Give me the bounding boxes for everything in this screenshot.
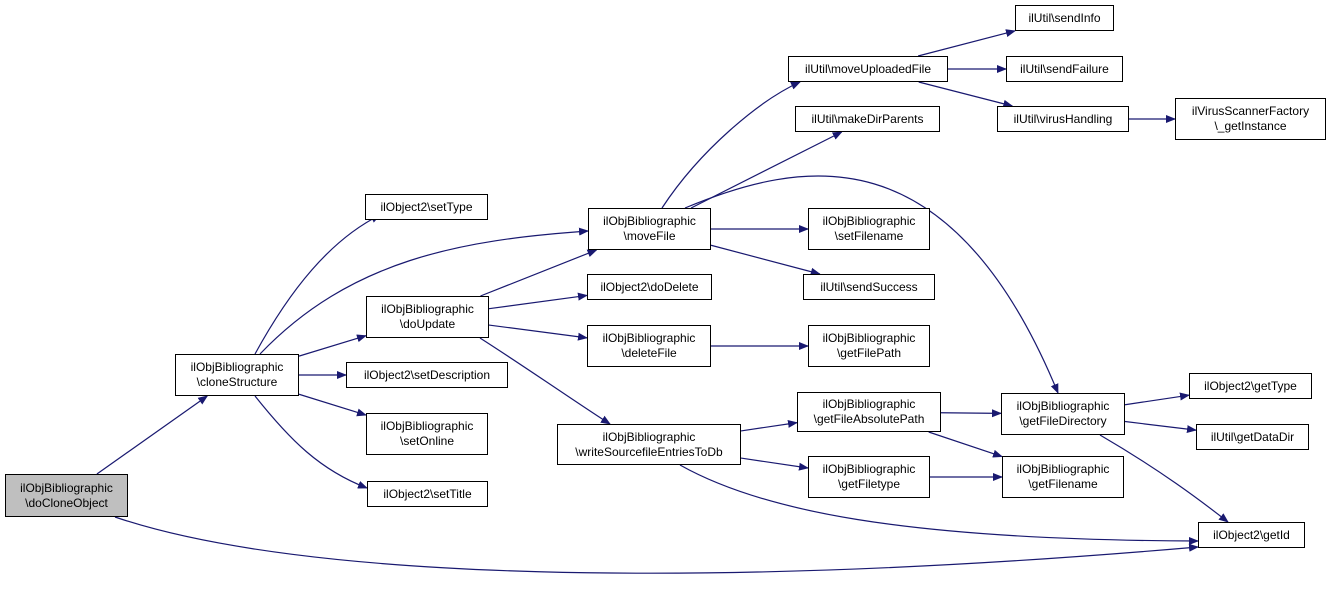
node-setDescription[interactable]: ilObject2\setDescription <box>346 362 508 388</box>
edge-n17-to-n22 <box>940 409 1002 418</box>
node-label: ilObject2\setType <box>380 199 473 214</box>
edge-n2-to-n6 <box>298 393 367 417</box>
edge-n22-to-n25 <box>1124 392 1190 406</box>
node-label: ilObjBibliographic\getFileAbsolutePath <box>813 397 925 426</box>
node-label: ilUtil\sendFailure <box>1020 61 1109 76</box>
edge-n4-to-n11 <box>479 337 611 425</box>
edge-n2-to-n4 <box>298 334 367 357</box>
node-setOnline[interactable]: ilObjBibliographic\setOnline <box>366 413 488 455</box>
node-label: ilObjBibliographic\getFiletype <box>822 462 916 491</box>
node-label: ilObject2\setTitle <box>383 486 472 501</box>
node-writeSourcefileEntriesToDb[interactable]: ilObjBibliographic\writeSourcefileEntrie… <box>557 424 741 465</box>
edge-n1-to-n27 <box>114 516 1199 574</box>
node-label: ilObjBibliographic\getFileDirectory <box>1016 399 1110 428</box>
node-label: ilVirusScannerFactory\_getInstance <box>1191 104 1310 133</box>
edge-n8-to-n12 <box>661 81 801 209</box>
node-label: ilObjBibliographic\cloneStructure <box>190 360 284 389</box>
node-getFiletype[interactable]: ilObjBibliographic\getFiletype <box>808 456 930 498</box>
node-moveFile[interactable]: ilObjBibliographic\moveFile <box>588 208 711 250</box>
node-doCloneObject[interactable]: ilObjBibliographic\doCloneObject <box>5 474 128 517</box>
node-label: ilUtil\sendInfo <box>1028 10 1101 25</box>
edge-n2-to-n3 <box>254 214 381 355</box>
edge-n2-to-n8 <box>259 227 589 355</box>
node-label: ilObjBibliographic\getFilename <box>1016 462 1110 491</box>
node-getFilePath[interactable]: ilObjBibliographic\getFilePath <box>808 325 930 367</box>
node-label: ilObject2\doDelete <box>600 279 699 294</box>
node-getId[interactable]: ilObject2\getId <box>1198 522 1305 548</box>
node-sendInfo[interactable]: ilUtil\sendInfo <box>1015 5 1114 31</box>
node-label: ilObject2\getType <box>1204 378 1297 393</box>
node-label: ilObjBibliographic\doUpdate <box>381 302 474 331</box>
edge-n8-to-n22 <box>684 175 1059 394</box>
node-label: ilObjBibliographic\setFilename <box>822 214 916 243</box>
edge-n12-to-n21 <box>918 81 1014 108</box>
edge-n11-to-n18 <box>740 457 809 471</box>
node-virusScannerGetInstance[interactable]: ilVirusScannerFactory\_getInstance <box>1175 98 1326 140</box>
node-label: ilUtil\sendSuccess <box>820 279 918 294</box>
node-getFileAbsolutePath[interactable]: ilObjBibliographic\getFileAbsolutePath <box>797 392 941 432</box>
node-doUpdate[interactable]: ilObjBibliographic\doUpdate <box>366 296 489 338</box>
node-label: ilObject2\setDescription <box>363 367 491 382</box>
edge-n1-to-n2 <box>96 395 209 475</box>
node-cloneStructure[interactable]: ilObjBibliographic\cloneStructure <box>175 354 299 396</box>
node-label: ilObjBibliographic\doCloneObject <box>20 480 113 510</box>
node-deleteFile[interactable]: ilObjBibliographic\deleteFile <box>587 325 711 367</box>
node-getFileDirectory[interactable]: ilObjBibliographic\getFileDirectory <box>1001 393 1125 435</box>
edge-n22-to-n26 <box>1124 420 1197 434</box>
node-label: ilUtil\makeDirParents <box>811 111 924 126</box>
node-label: ilObjBibliographic\setOnline <box>380 419 474 448</box>
edge-n4-to-n9 <box>488 292 588 310</box>
edge-n4-to-n8 <box>480 249 598 297</box>
edge-n11-to-n27 <box>679 464 1199 545</box>
node-label: ilObject2\getId <box>1213 527 1290 542</box>
node-label: ilUtil\getDataDir <box>1210 429 1295 444</box>
node-setType[interactable]: ilObject2\setType <box>365 194 488 220</box>
node-setTitle[interactable]: ilObject2\setTitle <box>367 481 488 507</box>
node-label: ilObjBibliographic\writeSourcefileEntrie… <box>575 429 723 459</box>
edge-n12-to-n19 <box>917 29 1016 57</box>
edge-n4-to-n10 <box>488 324 588 341</box>
node-label: ilUtil\moveUploadedFile <box>804 61 932 76</box>
node-virusHandling[interactable]: ilUtil\virusHandling <box>997 106 1129 132</box>
edge-n2-to-n7 <box>254 395 368 489</box>
edge-n17-to-n23 <box>928 431 1003 458</box>
node-sendFailure[interactable]: ilUtil\sendFailure <box>1006 56 1123 82</box>
node-label: ilObjBibliographic\deleteFile <box>602 331 696 360</box>
node-sendSuccess[interactable]: ilUtil\sendSuccess <box>803 274 935 300</box>
node-getType[interactable]: ilObject2\getType <box>1189 373 1312 399</box>
node-doDelete[interactable]: ilObject2\doDelete <box>587 274 712 300</box>
node-makeDirParents[interactable]: ilUtil\makeDirParents <box>795 106 940 132</box>
node-moveUploadedFile[interactable]: ilUtil\moveUploadedFile <box>788 56 948 82</box>
edge-n22-to-n27 <box>1099 434 1229 523</box>
node-getFilename[interactable]: ilObjBibliographic\getFilename <box>1002 456 1124 498</box>
node-label: ilUtil\virusHandling <box>1013 111 1113 126</box>
node-getDataDir[interactable]: ilUtil\getDataDir <box>1196 424 1309 450</box>
node-label: ilObjBibliographic\getFilePath <box>822 331 916 360</box>
edge-n11-to-n17 <box>740 419 798 432</box>
node-label: ilObjBibliographic\moveFile <box>603 214 696 243</box>
edge-n8-to-n15 <box>710 244 821 276</box>
node-setFilename[interactable]: ilObjBibliographic\setFilename <box>808 208 930 250</box>
